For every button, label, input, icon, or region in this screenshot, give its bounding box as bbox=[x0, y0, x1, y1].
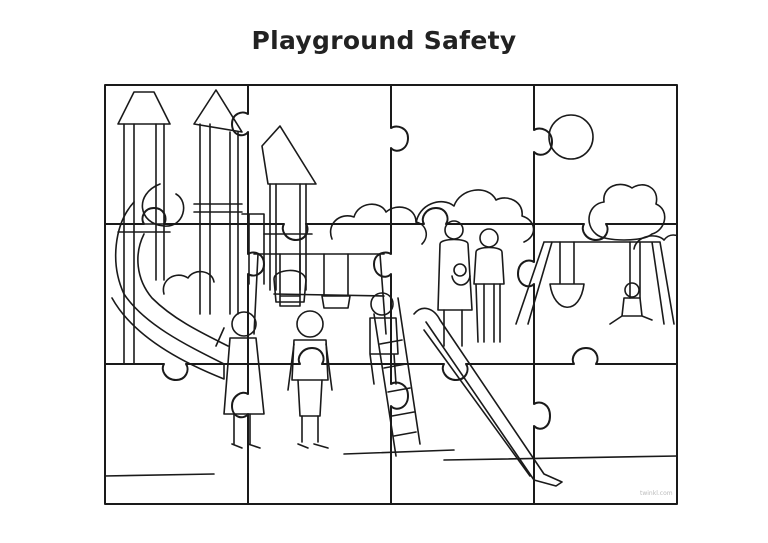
roof-back bbox=[261, 125, 317, 185]
sun bbox=[548, 114, 594, 160]
roof-left bbox=[117, 91, 171, 125]
page-title: Playground Safety bbox=[251, 26, 517, 55]
spiral-slide bbox=[111, 183, 225, 380]
parents-figures bbox=[437, 220, 505, 347]
straight-slide bbox=[413, 307, 563, 487]
bush-center bbox=[415, 189, 535, 243]
watermark-text: twinkl.com bbox=[640, 490, 673, 497]
child-on-swing bbox=[624, 282, 640, 298]
children-front bbox=[215, 292, 399, 449]
tree-right bbox=[588, 183, 666, 241]
puzzle-scene bbox=[104, 84, 678, 505]
puzzle-grid bbox=[104, 84, 678, 505]
bush-left bbox=[329, 203, 428, 245]
roof-right bbox=[193, 89, 243, 133]
swing-set-right bbox=[515, 241, 675, 325]
swing-set-back bbox=[253, 253, 387, 335]
